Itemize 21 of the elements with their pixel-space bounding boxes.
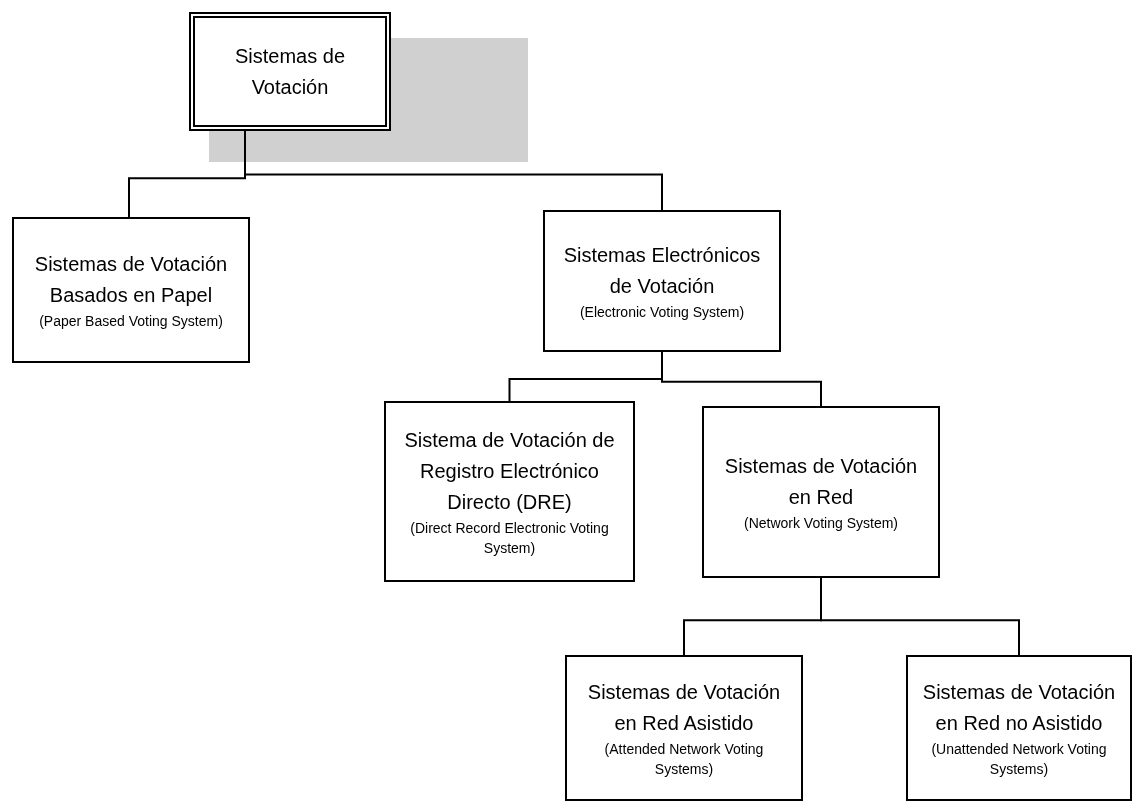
box-title: Sistemas de Votación en Red no Asistido (921, 680, 1117, 736)
box-title: Sistema de Votación de Registro Electrónico Directo (DRE) (403, 428, 616, 515)
box-subtitle: (Paper Based Voting System) (39, 312, 223, 331)
category-box (702, 406, 940, 578)
box-title: Sistemas de Votación en Red Asistido (586, 680, 782, 736)
box-subtitle: (Unattended Network Voting Systems) (930, 740, 1108, 779)
box-title: Sistemas de Votación (233, 43, 347, 100)
box-title: Sistemas Electrónicos de Votación (562, 243, 762, 299)
box-subtitle: (Attended Network Voting Systems) (603, 740, 765, 779)
category-box (565, 655, 803, 801)
box-subtitle: (Electronic Voting System) (579, 303, 745, 322)
category-box (12, 217, 250, 363)
box-subtitle: (Network Voting System) (743, 514, 899, 533)
root-box (189, 12, 391, 131)
box-title: Sistemas de Votación en Red (723, 454, 919, 510)
box-subtitle: (Direct Record Electronic Voting System) (409, 519, 610, 558)
category-box (906, 655, 1132, 801)
category-box (384, 401, 635, 582)
box-title: Sistemas de Votación Basados en Papel (33, 252, 229, 308)
connector-line (820, 577, 1020, 656)
category-box (543, 210, 781, 352)
